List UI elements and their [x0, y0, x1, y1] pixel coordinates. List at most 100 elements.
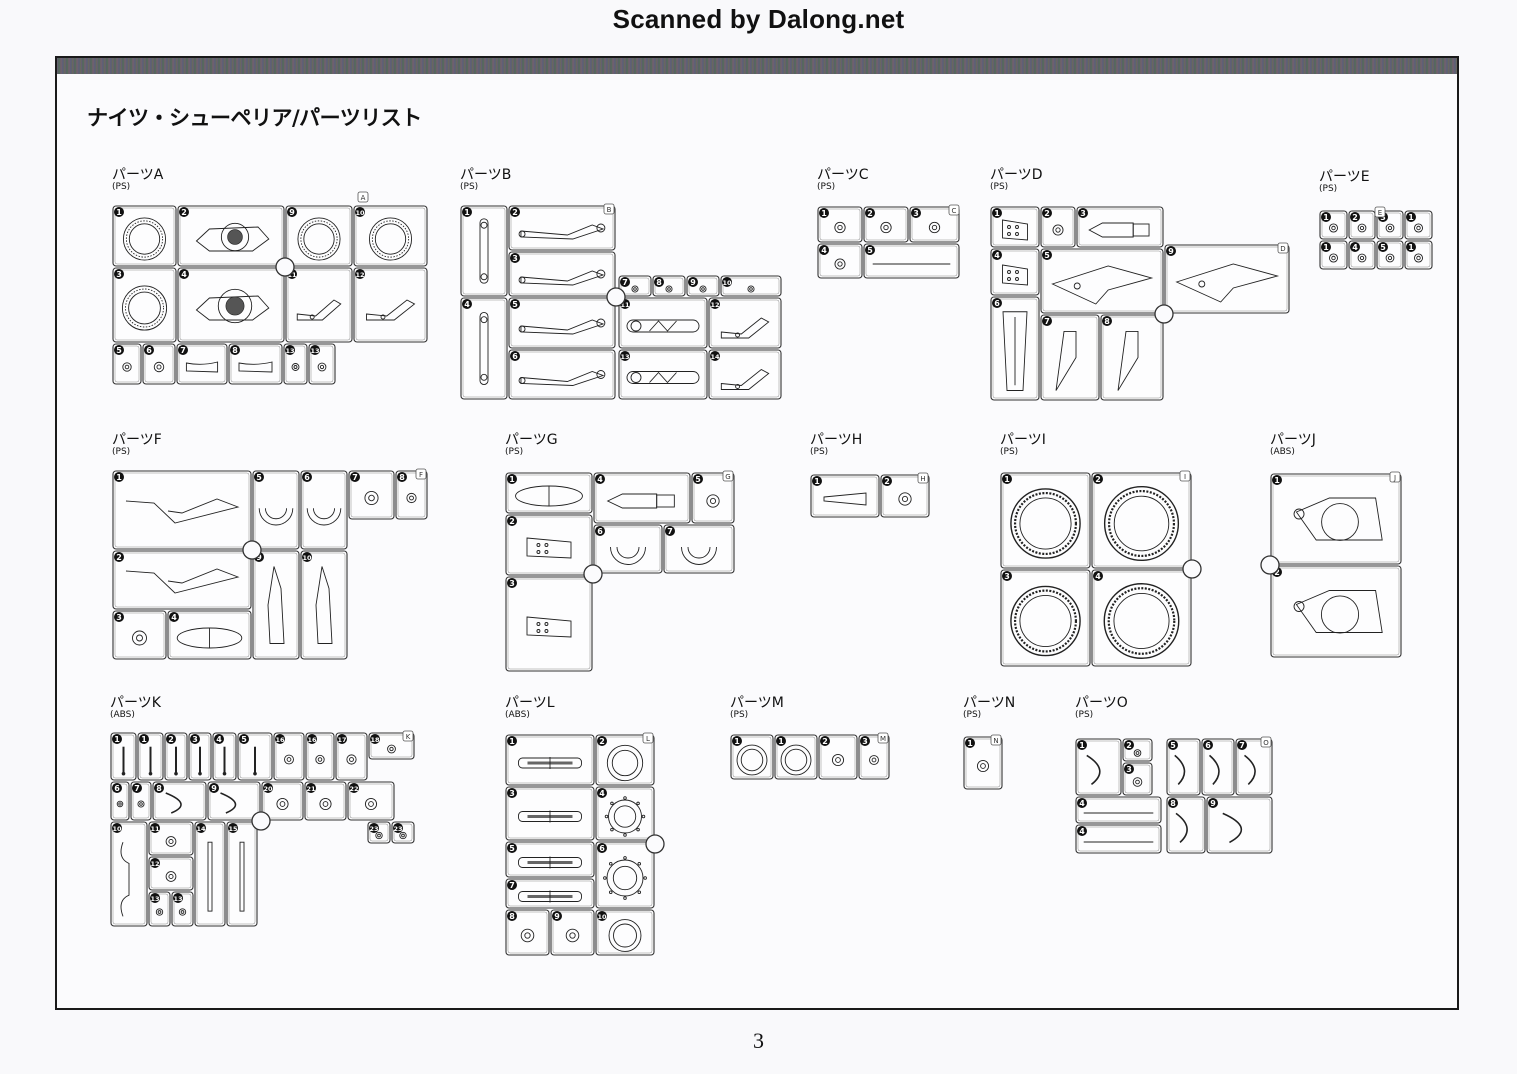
part-number: 13	[150, 895, 159, 903]
part-cell: 3	[505, 786, 595, 841]
part-number: 6	[599, 844, 605, 853]
part-number-badge	[732, 736, 742, 746]
runner-frame-inner	[595, 526, 661, 572]
part-number-badge	[1208, 798, 1218, 808]
part-cell: 12	[148, 856, 194, 891]
part-number-badge	[722, 277, 732, 287]
part-number: 5	[1170, 741, 1176, 750]
part-number-badge	[820, 736, 830, 746]
part-number-badge	[510, 299, 520, 309]
part-cell: 7	[348, 470, 395, 520]
part-rod-v-icon	[239, 841, 245, 912]
sprue-tag: O	[1263, 739, 1269, 747]
part-number-badge	[275, 734, 285, 744]
part-side-cover-icon	[315, 566, 333, 644]
part-frame-plate-icon	[1293, 497, 1383, 541]
part-long-panel-icon	[1002, 311, 1028, 391]
sprue-tag: J	[1393, 474, 1396, 482]
part-number: 10	[112, 825, 122, 833]
part-small-cap-icon	[178, 908, 187, 916]
runner-frame	[252, 470, 300, 550]
part-cable-icon	[165, 792, 182, 814]
part-small-cap-icon	[665, 285, 673, 293]
part-cell: 2	[505, 514, 593, 576]
runner-frame-inner	[882, 476, 928, 516]
runner-frame-inner	[507, 788, 593, 839]
part-number: 2	[512, 208, 518, 217]
runner-frame-inner	[507, 736, 593, 784]
runner-frame-inner	[819, 208, 861, 241]
runner-frame	[1075, 796, 1162, 824]
part-pin-icon	[253, 746, 257, 776]
part-ring-icon	[736, 744, 768, 776]
part-bracket-icon	[720, 368, 770, 390]
part-number: 7	[352, 473, 358, 482]
sprue-tag: C	[952, 207, 957, 215]
runner-frame-inner	[1124, 764, 1151, 794]
part-number-badge	[882, 476, 892, 486]
part-cell: 6	[990, 296, 1040, 401]
runner-frame-inner	[1168, 740, 1199, 794]
part-cowl-icon	[125, 498, 240, 524]
part-cell: 3	[909, 206, 960, 243]
runner-frame-inner	[1237, 740, 1271, 794]
runner-frame	[909, 206, 960, 243]
part-number: 6	[597, 527, 603, 536]
part-cable-icon	[1175, 812, 1188, 843]
runner-frame-inner	[507, 578, 591, 670]
part-cell: 1	[1270, 473, 1402, 565]
part-cell: 4	[177, 267, 285, 343]
part-number-badge	[306, 783, 316, 793]
part-number: 9	[1168, 247, 1174, 256]
runner-frame-inner	[1124, 740, 1151, 760]
part-number-badge	[1002, 474, 1012, 484]
part-number: 12	[150, 860, 159, 868]
part-cell: 1	[1319, 240, 1348, 270]
part-number-badge	[114, 472, 124, 482]
part-number-badge	[397, 472, 407, 482]
part-number: 3	[509, 789, 515, 798]
part-cell: 1	[505, 734, 595, 786]
part-number: 4	[994, 251, 1000, 260]
part-number: 8	[656, 278, 662, 287]
part-swing-arm-icon	[518, 223, 606, 240]
part-number-badge	[154, 783, 164, 793]
runner-frame-inner	[1272, 475, 1400, 563]
part-cell: 2	[1091, 472, 1192, 569]
part-cell: 10	[300, 550, 348, 660]
part-number: 7	[622, 278, 628, 287]
part-number-badge	[507, 880, 517, 890]
part-cell: 1	[1404, 210, 1433, 240]
part-number-badge	[1237, 740, 1247, 750]
part-number: 5	[512, 300, 518, 309]
sprue-material: (PS)	[1075, 710, 1094, 720]
runner-frame-inner	[287, 269, 351, 341]
part-bracket-icon	[720, 317, 770, 339]
part-cell: 4	[167, 610, 252, 660]
part-number: 4	[181, 270, 187, 279]
runner-frame	[990, 248, 1040, 296]
part-number: 1	[1408, 243, 1414, 252]
runner-frame	[305, 732, 335, 781]
part-cell: 4	[1091, 569, 1192, 667]
part-cell: 5	[112, 343, 142, 385]
part-cell: 4	[460, 297, 508, 400]
part-number-badge	[992, 298, 1002, 308]
part-cell: 11	[148, 821, 194, 856]
part-cell: 1	[990, 206, 1040, 248]
part-number-badge	[350, 472, 360, 482]
part-number: 2	[1352, 213, 1358, 222]
part-cable-icon	[1208, 754, 1220, 785]
part-small-cap-icon	[880, 221, 892, 234]
part-number-badge	[169, 612, 179, 622]
part-number: 13	[285, 347, 294, 355]
runner-frame-inner	[1093, 571, 1190, 665]
runner-frame-inner	[337, 734, 366, 779]
part-small-cap-icon	[565, 928, 580, 943]
runner-frame-inner	[819, 245, 861, 277]
part-number-badge	[393, 823, 403, 833]
runner-frame-inner	[693, 474, 733, 522]
part-number-badge	[1168, 798, 1178, 808]
